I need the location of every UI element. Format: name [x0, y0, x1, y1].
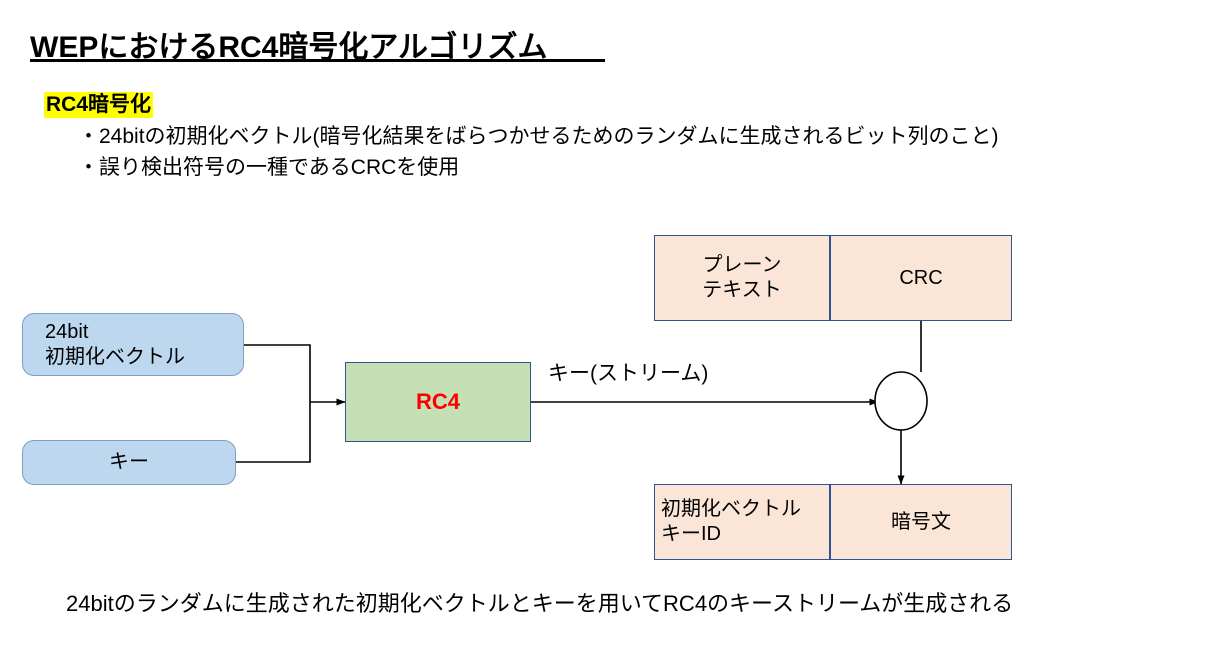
bullet-item-1: ・24bitの初期化ベクトル(暗号化結果をばらつかせるためのランダムに生成される…: [78, 125, 999, 148]
connector-iv-to-junction: [244, 344, 311, 402]
page-title: WEPにおけるRC4暗号化アルゴリズム: [30, 31, 548, 64]
edge-label-keystream: キー(ストリーム): [548, 362, 709, 385]
node-ciphertext: 暗号文: [830, 484, 1012, 560]
bullet-item-2: ・誤り検出符号の一種であるCRCを使用: [78, 156, 460, 179]
node-rc4: RC4: [345, 362, 531, 442]
node-crc: CRC: [830, 235, 1012, 321]
node-plaintext: プレーン テキスト: [654, 235, 830, 321]
node-iv-key-id: 初期化ベクトル キーID: [654, 484, 830, 560]
title-underline: [30, 59, 605, 62]
xor-junction-circle: [874, 371, 928, 431]
node-initialization-vector: 24bit 初期化ベクトル: [22, 313, 244, 376]
connector-key-to-junction: [236, 402, 311, 463]
section-heading-rc4: RC4暗号化: [44, 92, 154, 119]
slide-caption: 24bitのランダムに生成された初期化ベクトルとキーを用いてRC4のキーストリー…: [66, 591, 1014, 616]
node-key: キー: [22, 440, 236, 485]
